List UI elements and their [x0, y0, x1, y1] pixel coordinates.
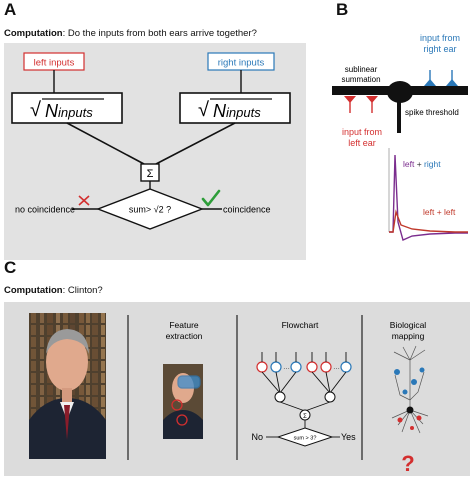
flowchart-label: Flowchart: [282, 320, 319, 330]
sqrt-box-left: √ N inputs: [11, 92, 123, 124]
connector-left-sum: [66, 122, 145, 165]
spike-threshold-label: spike threshold: [405, 108, 459, 117]
computation-label-a: Computation: [4, 28, 63, 39]
sqrt-n-right: N: [213, 101, 227, 121]
legend-left-right: left + right: [403, 159, 441, 169]
yes-label: Yes: [341, 432, 356, 442]
left-inputs-label: left inputs: [34, 58, 75, 69]
decision-label-c: sum > 3?: [294, 436, 317, 442]
input-right-line2: right ear: [423, 44, 456, 54]
sum-box: Σ: [140, 163, 160, 182]
check-icon: [201, 189, 221, 207]
svg-text:…: …: [333, 364, 340, 371]
trace-left-right: [389, 154, 468, 241]
sum-symbol-a: Σ: [147, 168, 154, 180]
right-synapse-2: [446, 70, 458, 86]
svg-text:…: …: [283, 364, 290, 371]
sqrt-box-right: √ N inputs: [179, 92, 291, 124]
panel-letter-b: B: [336, 0, 349, 19]
coincidence-label: coincidence: [223, 205, 271, 215]
sqrt-symbol-right: √: [198, 99, 209, 121]
sqrt-sub-left: inputs: [58, 105, 93, 120]
right-synapse-1: [424, 70, 436, 86]
neuron-illustration: [391, 345, 429, 434]
panel-letter-c: C: [4, 258, 17, 277]
left-inputs-box: left inputs: [23, 52, 85, 71]
computation-line-a: Computation: Do the inputs from both ear…: [4, 28, 257, 39]
right-inputs-box: right inputs: [207, 52, 275, 71]
biological-mapping-line2: mapping: [392, 331, 425, 341]
panel-letter-a: A: [4, 0, 17, 19]
input-right-line1: input from: [420, 33, 460, 43]
computation-question-c: : Clinton?: [62, 285, 103, 296]
sqrt-sub-right: inputs: [226, 105, 261, 120]
question-mark: ?: [401, 451, 414, 476]
cross-icon: [78, 195, 90, 206]
decision-diamond-a: sum> √2 ?: [96, 188, 204, 230]
flowchart-mini: … … Σ sum > 3?: [256, 352, 352, 447]
computation-question-a: : Do the inputs from both ears arrive to…: [62, 28, 257, 39]
feature-image: [163, 364, 203, 439]
sum-symbol-c: Σ: [303, 414, 307, 420]
computation-line-c: Computation: Clinton?: [4, 285, 103, 296]
axon: [397, 100, 401, 133]
input-left-line2: left ear: [348, 138, 376, 148]
trace-left-left: [389, 209, 468, 233]
connector-right-sum: [155, 122, 236, 165]
no-coincidence-label: no coincidence: [15, 205, 75, 215]
legend-left-left: left + left: [423, 207, 456, 217]
sublinear-line2: summation: [341, 75, 380, 84]
input-left-line1: input from: [342, 127, 382, 137]
feature-extraction-line2: extraction: [166, 331, 203, 341]
biological-mapping-line1: Biological: [390, 320, 426, 330]
computation-label-c: Computation: [4, 285, 63, 296]
sqrt-symbol-left: √: [30, 99, 41, 121]
portrait-image: [29, 313, 106, 459]
no-label: No: [251, 432, 263, 442]
decision-label-a: sum> √2 ?: [129, 205, 171, 215]
sublinear-line1: sublinear: [345, 65, 378, 74]
feature-extraction-line1: Feature: [169, 320, 199, 330]
sqrt-n-left: N: [45, 101, 59, 121]
right-inputs-label: right inputs: [218, 58, 265, 69]
left-synapse-2: [366, 96, 378, 113]
soma: [387, 81, 413, 103]
left-synapse-1: [344, 96, 356, 113]
